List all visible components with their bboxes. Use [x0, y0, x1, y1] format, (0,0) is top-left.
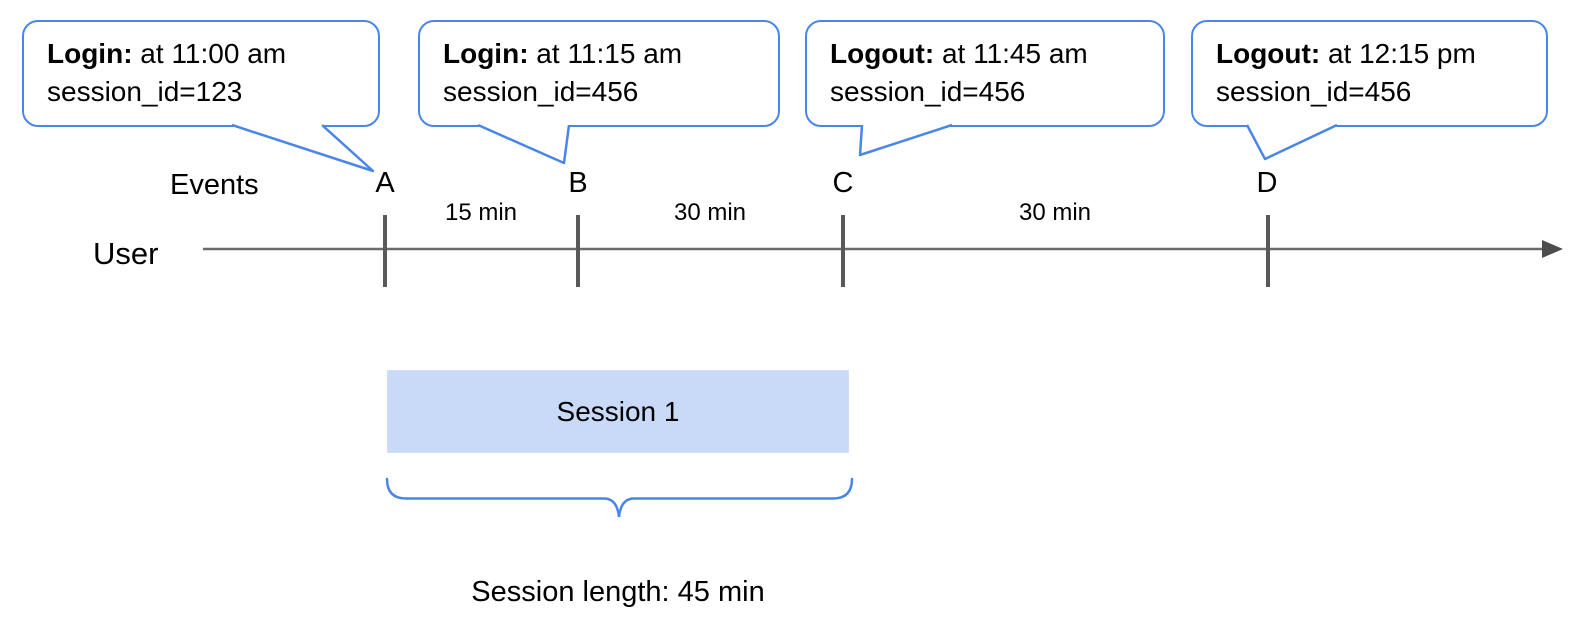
timeline-arrowhead-icon [1542, 240, 1563, 258]
callout-line1: Login: at 11:00 am [47, 35, 368, 73]
session-length-brace [385, 477, 854, 518]
interval-c-d: 30 min [1018, 199, 1092, 226]
session-1-bar: Session 1 [387, 370, 849, 453]
event-type-label: Logout: [830, 38, 935, 69]
events-axis-label: Events [170, 169, 259, 201]
callout-line1: Logout: at 11:45 am [830, 35, 1153, 73]
callout-logout-d: Logout: at 12:15 pm session_id=456 [1191, 20, 1548, 127]
session-1-label: Session 1 [556, 395, 680, 427]
callout-tail-c [858, 123, 953, 157]
event-time: at 11:45 am [934, 38, 1088, 69]
callout-tail-d [1245, 123, 1338, 161]
event-type-label: Login: [443, 38, 529, 69]
callout-login-a: Login: at 11:00 am session_id=123 [22, 20, 380, 127]
user-axis-label: User [93, 236, 159, 271]
event-mark-b: B [568, 167, 588, 199]
event-type-label: Logout: [1216, 38, 1321, 69]
callout-logout-c: Logout: at 11:45 am session_id=456 [805, 20, 1165, 127]
callout-line1: Logout: at 12:15 pm [1216, 35, 1536, 73]
interval-b-c: 30 min [673, 199, 747, 226]
interval-a-b: 15 min [444, 199, 518, 226]
callout-tail-a [231, 123, 375, 173]
event-type-label: Login: [47, 38, 133, 69]
event-time: at 11:00 am [132, 38, 287, 69]
event-mark-a: A [375, 167, 395, 199]
session-id: session_id=456 [830, 76, 1026, 107]
session-id: session_id=456 [443, 76, 639, 107]
session-id: session_id=123 [47, 76, 243, 107]
session-id: session_id=456 [1216, 76, 1412, 107]
event-time: at 12:15 pm [1320, 38, 1476, 69]
callout-tail-b [477, 123, 571, 165]
event-mark-d: D [1256, 167, 1278, 199]
event-mark-c: C [832, 167, 854, 199]
event-time: at 11:15 am [528, 38, 683, 69]
callout-login-b: Login: at 11:15 am session_id=456 [418, 20, 780, 127]
callout-line1: Login: at 11:15 am [443, 35, 768, 73]
session-length-caption: Session length: 45 min [471, 576, 765, 608]
